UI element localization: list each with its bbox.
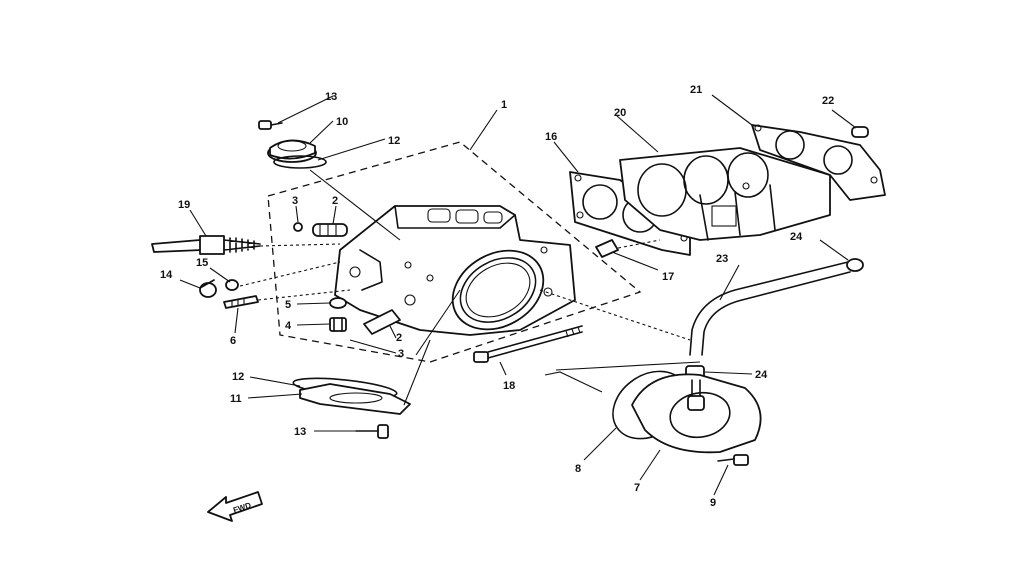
part-24-sleeve-top xyxy=(846,258,864,272)
part-3-ring-upper xyxy=(293,222,303,232)
callout-5: 5 xyxy=(285,299,291,311)
part-13-screw-top xyxy=(258,120,283,130)
callout-24b: 24 xyxy=(755,369,768,381)
callout-1: 1 xyxy=(501,99,507,111)
part-21-gasket xyxy=(751,124,886,201)
callout-9: 9 xyxy=(710,497,716,509)
part-23-tube xyxy=(689,261,851,356)
part-14-cap xyxy=(199,279,217,298)
part-9-bolt xyxy=(717,454,749,466)
callout-7: 7 xyxy=(634,482,640,494)
callout-8: 8 xyxy=(575,463,581,475)
assembly-boundary xyxy=(267,141,642,363)
callout-6: 6 xyxy=(230,335,236,347)
callout-4: 4 xyxy=(285,320,292,332)
part-10-cover xyxy=(267,139,317,163)
assembly-guides xyxy=(239,239,691,341)
callout-19: 19 xyxy=(178,199,190,211)
callout-22: 22 xyxy=(822,95,834,107)
part-12-gasket-top xyxy=(273,155,327,169)
part-2-dowel-upper xyxy=(312,223,348,237)
callout-18: 18 xyxy=(503,380,515,392)
callout-17: 17 xyxy=(662,271,674,283)
callout-11: 11 xyxy=(230,393,242,405)
forward-arrow-icon: FWD xyxy=(207,491,263,522)
callout-13b: 13 xyxy=(294,426,306,438)
part-5-washer xyxy=(329,297,347,309)
part-15-washer xyxy=(225,279,239,291)
callout-14: 14 xyxy=(160,269,173,281)
part-20-cylinder xyxy=(619,147,831,241)
callout-23: 23 xyxy=(716,253,728,265)
callout-24a: 24 xyxy=(790,231,803,243)
callout-12b: 12 xyxy=(232,371,244,383)
part-11-cover-lower xyxy=(299,383,411,415)
part-19-plug xyxy=(151,235,261,255)
part-2-dowel-lower xyxy=(363,309,401,335)
callout-2b: 2 xyxy=(396,332,402,344)
callout-13a: 13 xyxy=(325,91,337,103)
part-17-dowel xyxy=(595,239,619,258)
callout-20: 20 xyxy=(614,107,626,119)
callout-10: 10 xyxy=(336,116,348,128)
callout-16: 16 xyxy=(545,131,557,143)
part-18-bolt xyxy=(473,325,583,363)
part-6-stud xyxy=(223,295,259,309)
callout-21: 21 xyxy=(690,84,702,96)
callout-15: 15 xyxy=(196,257,208,269)
part-7-cover xyxy=(631,373,762,454)
callout-3a: 3 xyxy=(292,195,298,207)
callout-3b: 3 xyxy=(398,348,404,360)
callout-labels: 1 2 2 3 3 4 5 6 7 8 9 10 11 12 12 13 13 … xyxy=(160,84,834,509)
part-4-bolt xyxy=(329,317,347,332)
part-22-pin xyxy=(851,126,869,138)
callout-2a: 2 xyxy=(332,195,338,207)
callout-12a: 12 xyxy=(388,135,400,147)
part-13-screw-lower xyxy=(355,424,389,439)
leader-lines xyxy=(179,94,857,496)
exhaust-port-flange xyxy=(451,249,545,331)
